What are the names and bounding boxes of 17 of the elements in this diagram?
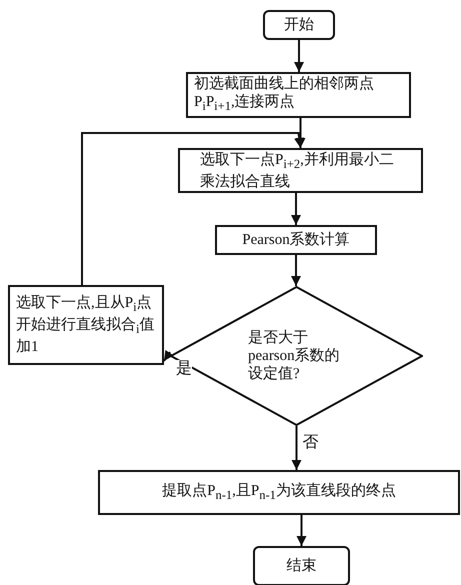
arrow xyxy=(291,255,301,286)
arrow xyxy=(163,350,174,362)
process-box: 选取下一点,且从P$_{i}$点开始进行直线拟合$_{i}$值加1 xyxy=(8,285,164,365)
arrow xyxy=(296,515,306,546)
edge-label: 否 xyxy=(302,434,318,452)
process-box: 初选截面曲线上的相邻两点P$_{i}$P$_{i+1}$,连接两点 xyxy=(186,72,411,118)
arrow xyxy=(292,426,302,470)
process-box: 提取点P$_{n-1}$,且P$_{n-1}$为该直线段的终点 xyxy=(98,470,460,515)
end-box: 结束 xyxy=(253,546,350,585)
arrow xyxy=(81,132,304,285)
process-box: Pearson系数计算 xyxy=(215,225,377,255)
arrow xyxy=(294,40,304,72)
arrow xyxy=(291,193,301,225)
arrow xyxy=(296,118,306,148)
edge-label: 是 xyxy=(176,360,192,378)
process-box: 选取下一点P$_{i+2}$,并利用最小二乘法拟合直线 xyxy=(178,148,423,193)
start-box: 开始 xyxy=(263,10,335,40)
